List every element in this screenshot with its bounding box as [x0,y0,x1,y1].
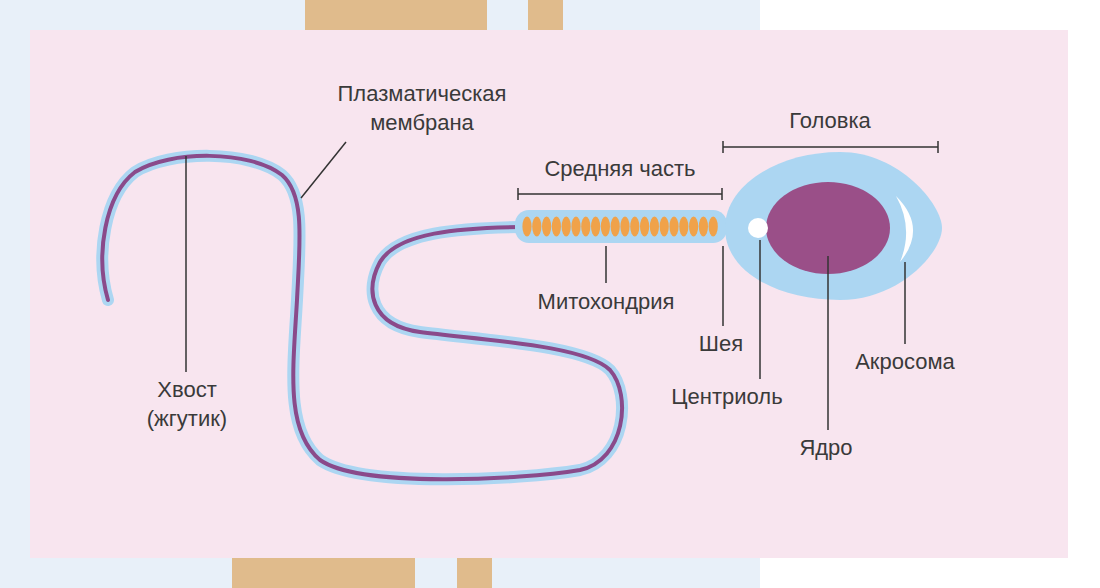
mitochondrion [522,217,531,237]
mitochondrion [699,217,708,237]
part-label: Центриоль [671,383,782,412]
midpiece [515,210,727,243]
mitochondrion [709,217,718,237]
mitochondrion [542,217,551,237]
tan-bar [457,556,492,588]
part-label: Шея [699,330,743,359]
tail [102,156,622,479]
tail-label: Хвост (жгутик) [117,376,257,433]
mitochondrion [552,217,561,237]
mitochondrion [532,217,541,237]
tan-bar [528,0,563,32]
tan-bar [305,0,487,32]
mitochondrion [669,217,678,237]
mitochondrion [630,217,639,237]
acrosome [896,196,913,262]
part-label: Акросома [855,348,955,377]
mitochondrion [591,217,600,237]
pink-panel [30,30,1068,558]
mitochondrion [650,217,659,237]
mitochondrion [571,217,580,237]
brackets [518,141,938,200]
centriole [748,218,768,238]
mitochondrion [679,217,688,237]
part-label: Головка [789,107,871,136]
mitochondrion [660,217,669,237]
leader-lines [186,142,905,430]
tan-bar [232,556,415,588]
mitochondrion [689,217,698,237]
part-label: Средняя часть [544,155,695,184]
head [725,152,942,300]
part-label: Митохондрия [538,288,675,317]
mitochondria [522,217,717,237]
mitochondrion [611,217,620,237]
mitochondrion [640,217,649,237]
mitochondrion [601,217,610,237]
mitochondrion [562,217,571,237]
membrane-label: Плазматическая мембрана [307,80,537,137]
part-label: Ядро [799,434,852,463]
mitochondrion [581,217,590,237]
mitochondrion [620,217,629,237]
